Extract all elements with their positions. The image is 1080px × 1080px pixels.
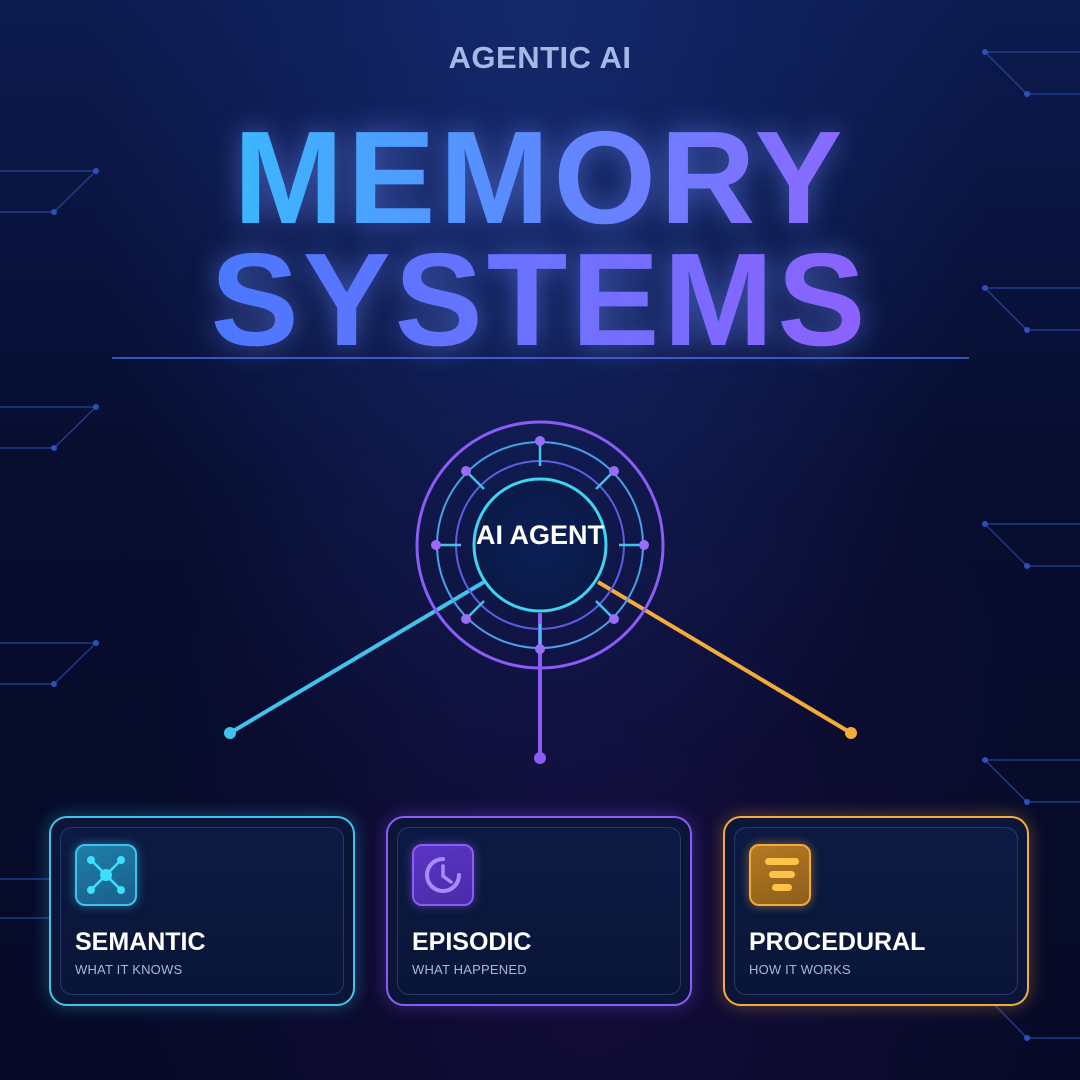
network-nodes-icon bbox=[75, 844, 137, 906]
title-line-1-text: MEMORY bbox=[233, 104, 847, 251]
card-title: PROCEDURAL bbox=[749, 928, 926, 956]
clock-history-icon bbox=[412, 844, 474, 906]
memory-card-semantic: SEMANTIC WHAT IT KNOWS bbox=[49, 816, 355, 1006]
connector-end-episodic bbox=[534, 752, 546, 764]
connector-procedural bbox=[596, 580, 853, 735]
stacked-steps-icon bbox=[749, 844, 811, 906]
card-title: EPISODIC bbox=[412, 928, 532, 956]
connector-semantic bbox=[228, 580, 486, 735]
card-title: SEMANTIC bbox=[75, 928, 206, 956]
hub-core bbox=[472, 477, 608, 613]
title-line-2-text: SYSTEMS bbox=[210, 226, 870, 373]
eyebrow-label: AGENTIC AI bbox=[448, 40, 632, 75]
title-line-1: MEMORY bbox=[0, 112, 1080, 244]
hub-outer-ring bbox=[415, 420, 665, 670]
memory-card-procedural: PROCEDURAL HOW IT WORKS bbox=[723, 816, 1029, 1006]
card-subtitle: HOW IT WORKS bbox=[749, 962, 851, 977]
title-divider bbox=[112, 357, 969, 359]
card-subtitle: WHAT HAPPENED bbox=[412, 962, 527, 977]
card-subtitle: WHAT IT KNOWS bbox=[75, 962, 183, 977]
memory-card-episodic: EPISODIC WHAT HAPPENED bbox=[386, 816, 692, 1006]
connector-end-semantic bbox=[224, 727, 236, 739]
connector-end-procedural bbox=[845, 727, 857, 739]
title-line-2: SYSTEMS bbox=[0, 234, 1080, 366]
hub-label: AI AGENT bbox=[476, 520, 604, 550]
